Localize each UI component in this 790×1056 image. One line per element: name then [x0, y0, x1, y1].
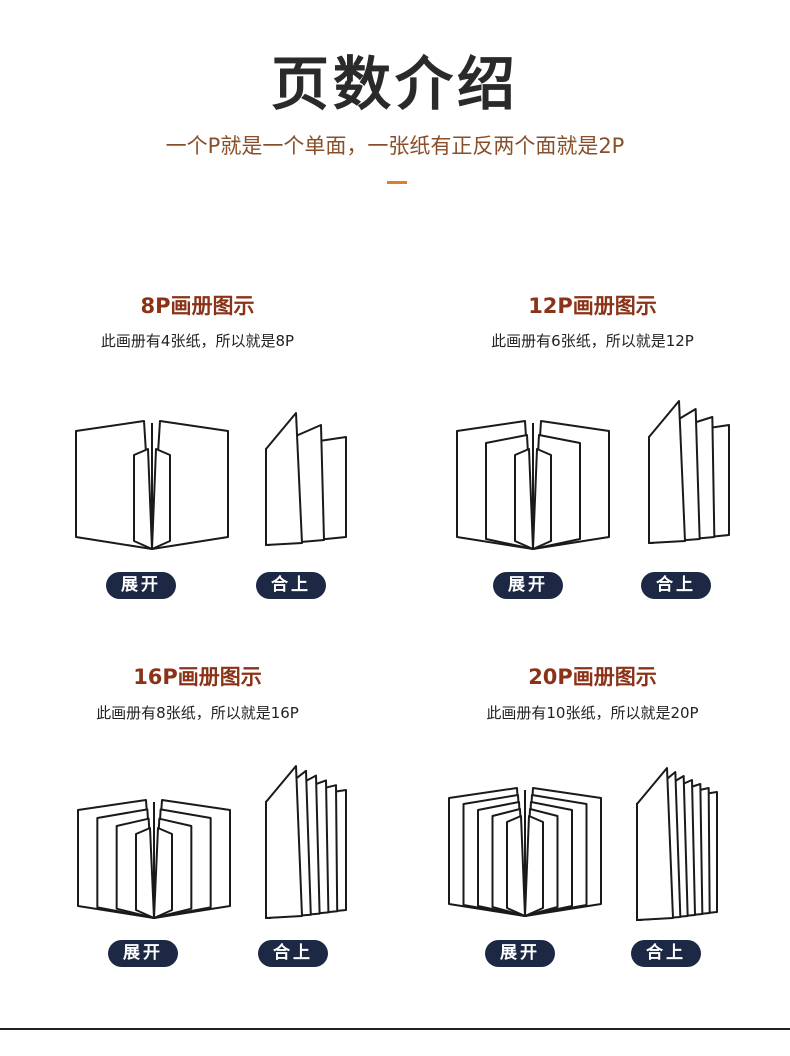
section-description: 此画册有8张纸，所以就是16P [96, 704, 299, 722]
page-sheet [133, 448, 153, 550]
section-12p: 12P画册图示 此画册有6张纸，所以就是12P 展开 合上 [395, 285, 790, 685]
section-title: 12P画册图示 [528, 294, 657, 318]
open-label-badge: 展开 [108, 940, 178, 967]
section-description: 此画册有10张纸，所以就是20P [486, 704, 699, 722]
open-book-illustration [75, 420, 229, 550]
bottom-border [0, 1028, 790, 1030]
closed-book-illustration [265, 765, 347, 919]
accent-divider [387, 181, 407, 184]
section-title: 8P画册图示 [140, 294, 255, 318]
section-16p: 16P画册图示 此画册有8张纸，所以就是16P 展开 合上 [0, 656, 395, 1056]
page-title: 页数介绍 [270, 50, 519, 118]
section-title: 20P画册图示 [528, 665, 657, 689]
section-8p: 8P画册图示 此画册有4张纸，所以就是8P 展开 合上 [0, 285, 395, 685]
page-sheet [532, 448, 552, 550]
page-sheet [265, 412, 303, 546]
open-book-illustration [77, 799, 231, 919]
open-label-badge: 展开 [106, 572, 176, 599]
page-sheet [151, 448, 171, 550]
page-sheet [153, 827, 173, 919]
page-sheet [636, 767, 674, 921]
section-description: 此画册有6张纸，所以就是12P [491, 332, 694, 350]
closed-label-badge: 合上 [256, 572, 326, 599]
page-subtitle: 一个P就是一个单面，一张纸有正反两个面就是2P [165, 134, 625, 158]
closed-book-illustration [265, 412, 347, 546]
page-sheet [265, 765, 303, 919]
closed-book-illustration [636, 767, 718, 921]
page-sheet [648, 400, 686, 544]
section-description: 此画册有4张纸，所以就是8P [100, 332, 295, 350]
page-sheet [514, 448, 534, 550]
open-book-illustration [456, 420, 610, 550]
closed-label-badge: 合上 [258, 940, 328, 967]
section-title: 16P画册图示 [133, 665, 262, 689]
page-sheet [524, 815, 544, 917]
closed-book-illustration [648, 400, 730, 544]
open-label-badge: 展开 [485, 940, 555, 967]
page-sheet [506, 815, 526, 917]
closed-label-badge: 合上 [641, 572, 711, 599]
closed-label-badge: 合上 [631, 940, 701, 967]
open-book-illustration [448, 787, 602, 917]
section-20p: 20P画册图示 此画册有10张纸，所以就是20P 展开 合上 [395, 656, 790, 1056]
page-sheet [135, 827, 155, 919]
open-label-badge: 展开 [493, 572, 563, 599]
